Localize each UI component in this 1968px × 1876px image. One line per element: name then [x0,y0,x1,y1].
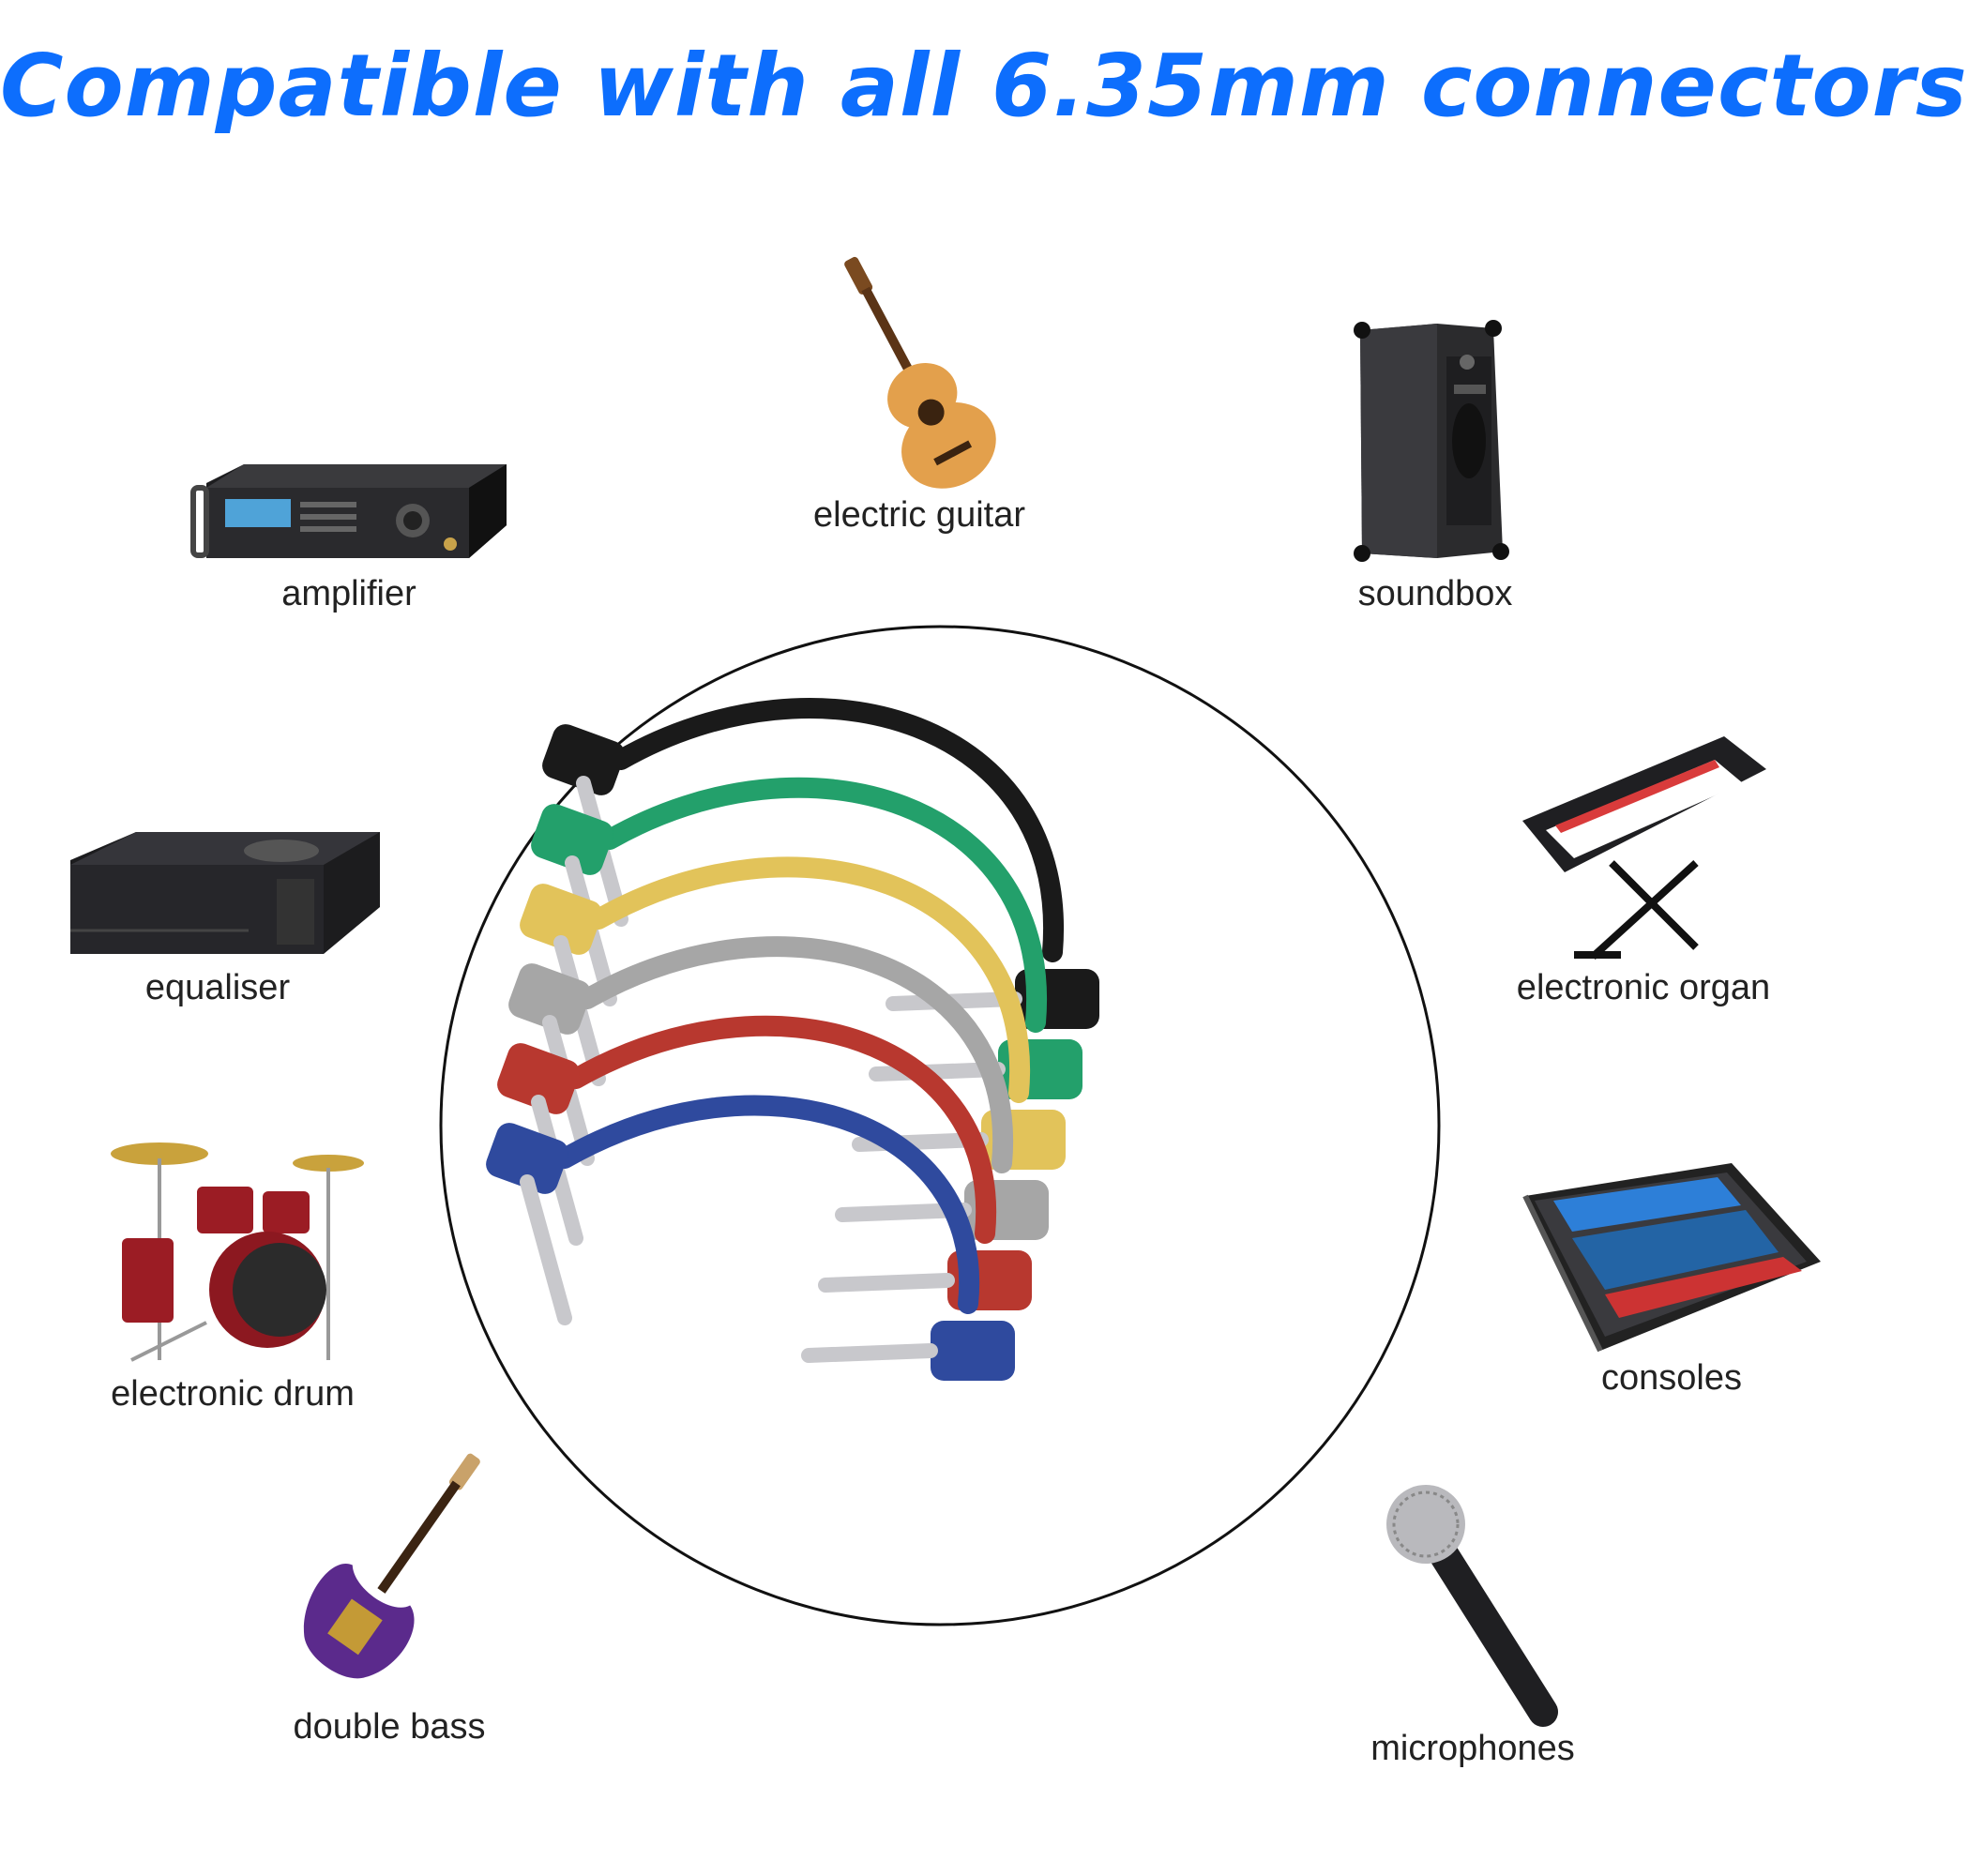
consoles-label: consoles [1601,1358,1742,1398]
electric-guitar-icon [304,1453,480,1679]
double-bass-device [267,1430,521,1712]
double-bass-label: double bass [293,1707,486,1747]
electronic-drum-device [103,1135,366,1369]
drum-kit-icon [111,1142,364,1362]
speaker-icon [1354,320,1509,562]
microphones-label: microphones [1370,1729,1575,1768]
mixing-console-icon [1522,1163,1821,1353]
keyboard-stand-icon [1522,736,1766,960]
amplifier-label: amplifier [281,574,416,613]
electric-guitar-device [825,242,1013,491]
soundbox-device [1343,319,1521,563]
patch-cable-6 [486,1095,1015,1381]
acoustic-guitar-icon [844,256,996,489]
amplifier-icon [190,464,507,558]
cable-showcase [433,619,1446,1632]
patch-cables-illustration [439,625,1441,1626]
equaliser-unit-icon [70,832,380,954]
microphones-device [1384,1482,1571,1727]
page-title: Compatible with all 6.35mm connectors [0,36,1968,136]
microphone-icon [1386,1485,1558,1727]
electronic-organ-device [1518,732,1771,961]
electronic-drum-label: electronic drum [111,1374,355,1414]
electric-guitar-label: electric guitar [813,495,1025,535]
consoles-device [1516,1158,1825,1355]
electronic-organ-label: electronic organ [1516,968,1771,1007]
amplifier-device [188,460,511,567]
soundbox-label: soundbox [1357,574,1513,613]
equaliser-label: equaliser [144,968,291,1007]
patch-cable-4 [508,936,1049,1240]
equaliser-device [61,827,385,959]
showcase-circle [439,625,1441,1626]
